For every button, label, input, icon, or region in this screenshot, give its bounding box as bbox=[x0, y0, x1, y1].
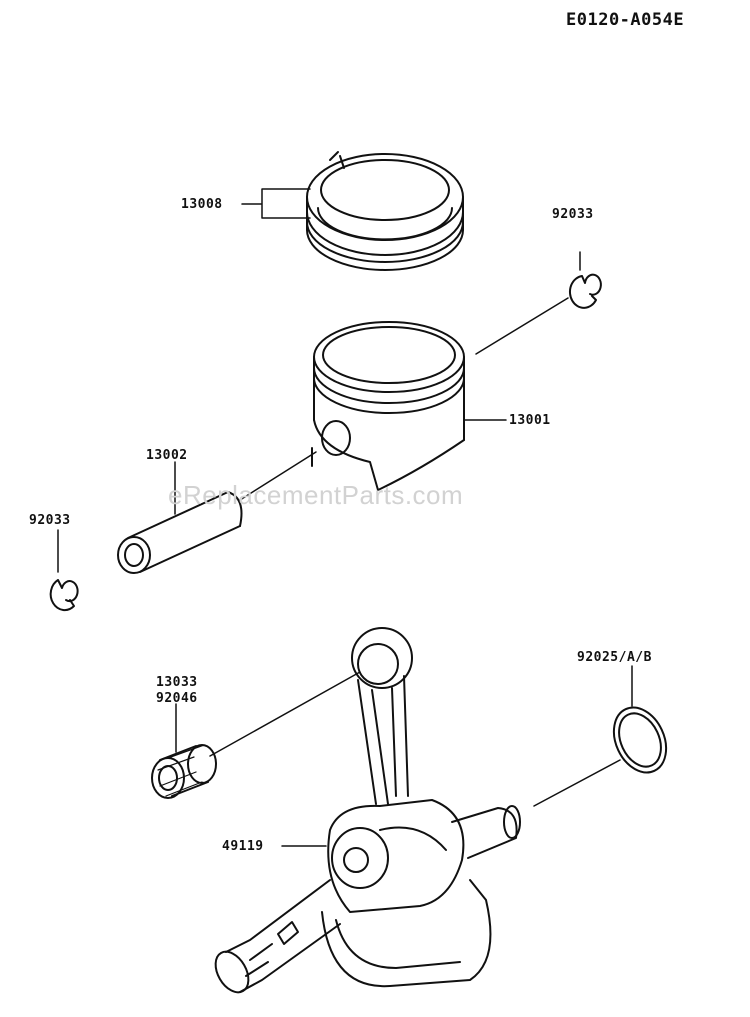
leader-pin bbox=[239, 451, 317, 501]
circlip-top bbox=[568, 251, 602, 309]
callout-92046: 92046 bbox=[156, 691, 198, 706]
callout-13033: 13033 bbox=[156, 675, 198, 690]
crankshaft bbox=[214, 627, 521, 994]
piston-pin bbox=[117, 461, 243, 574]
leader-clip-top bbox=[475, 297, 569, 355]
needle-bearing bbox=[151, 703, 217, 799]
callout-49119: 49119 bbox=[222, 839, 264, 854]
piston-rings bbox=[306, 151, 464, 271]
leader-bearing bbox=[209, 671, 361, 757]
watermark-text: eReplacementParts.com bbox=[168, 480, 464, 510]
shim bbox=[612, 665, 668, 774]
callout-92025-a-b: 92025/A/B bbox=[577, 650, 652, 665]
diagram-reference-id: E0120-A054E bbox=[566, 10, 685, 30]
callout-92033-top: 92033 bbox=[552, 207, 594, 222]
leader-shim bbox=[533, 759, 621, 807]
callout-13001: 13001 bbox=[509, 413, 551, 428]
piston bbox=[311, 321, 465, 491]
callout-13002: 13002 bbox=[146, 448, 188, 463]
leader-rings bbox=[241, 188, 311, 219]
callout-13008: 13008 bbox=[181, 197, 223, 212]
callout-92033-left: 92033 bbox=[29, 513, 71, 528]
circlip-left bbox=[49, 529, 79, 612]
